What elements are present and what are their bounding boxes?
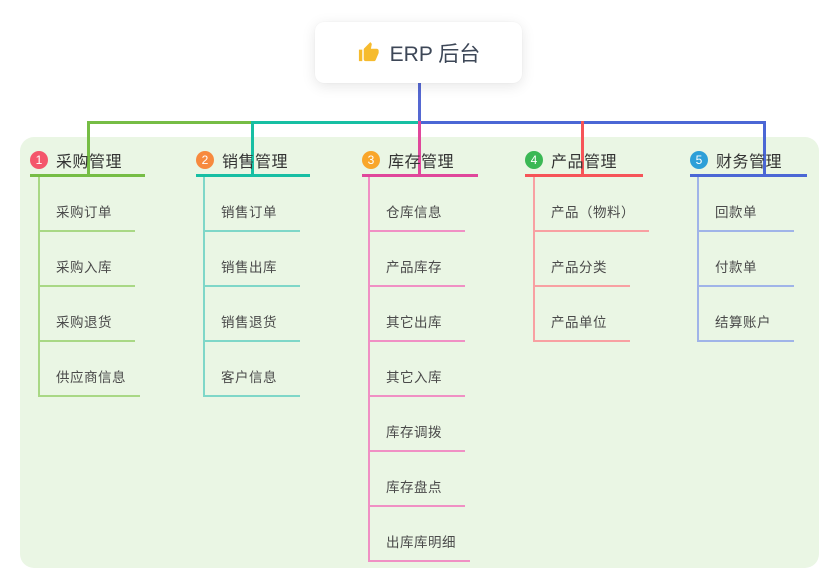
bus-connector-mid (253, 121, 420, 124)
mindmap-panel (20, 137, 819, 568)
branch-children-purchase: 采购订单 采购入库 采购退货 供应商信息 (38, 177, 140, 397)
mindmap-node[interactable]: 其它出库 (370, 287, 465, 342)
branch-drop-5 (763, 121, 766, 177)
mindmap-node[interactable]: 采购退货 (40, 287, 135, 342)
bus-connector-right (420, 121, 766, 124)
mindmap-node[interactable]: 采购订单 (40, 177, 135, 232)
branch-badge: 1 (30, 151, 48, 169)
branch-drop-2 (251, 121, 254, 177)
branch-children-inventory: 仓库信息 产品库存 其它出库 其它入库 库存调拨 库存盘点 出库库明细 (368, 177, 470, 562)
mindmap-node[interactable]: 结算账户 (699, 287, 794, 342)
branch-header-inventory[interactable]: 3 库存管理 (362, 146, 478, 177)
mindmap-node[interactable]: 客户信息 (205, 342, 300, 397)
branch-drop-4 (581, 121, 584, 177)
root-node[interactable]: ERP 后台 (315, 22, 522, 83)
thumbs-up-icon (358, 42, 379, 62)
mindmap-node[interactable]: 产品库存 (370, 232, 465, 287)
branch-badge: 5 (690, 151, 708, 169)
mindmap-node[interactable]: 供应商信息 (40, 342, 140, 397)
mindmap-node[interactable]: 库存调拨 (370, 397, 465, 452)
mindmap-node[interactable]: 其它入库 (370, 342, 465, 397)
branch-header-sales[interactable]: 2 销售管理 (196, 146, 310, 177)
branch-badge: 2 (196, 151, 214, 169)
branch-header-purchase[interactable]: 1 采购管理 (30, 146, 145, 177)
mindmap-node[interactable]: 销售订单 (205, 177, 300, 232)
mindmap-node[interactable]: 出库库明细 (370, 507, 470, 562)
mindmap-node[interactable]: 回款单 (699, 177, 794, 232)
mindmap-node[interactable]: 产品分类 (535, 232, 630, 287)
mindmap-node[interactable]: 产品单位 (535, 287, 630, 342)
branch-badge: 3 (362, 151, 380, 169)
branch-children-finance: 回款单 付款单 结算账户 (697, 177, 794, 342)
branch-children-product: 产品（物料） 产品分类 产品单位 (533, 177, 649, 342)
branch-label: 采购管理 (56, 154, 123, 171)
root-title: ERP 后台 (389, 42, 481, 66)
branch-label: 财务管理 (716, 154, 783, 171)
branch-drop-1 (87, 121, 90, 177)
branch-label: 库存管理 (388, 154, 455, 171)
branch-header-product[interactable]: 4 产品管理 (525, 146, 643, 177)
branch-label: 销售管理 (222, 154, 289, 171)
branch-drop-3 (418, 121, 421, 177)
branch-header-finance[interactable]: 5 财务管理 (690, 146, 807, 177)
mindmap-node[interactable]: 产品（物料） (535, 177, 649, 232)
root-stem-connector (418, 83, 421, 122)
mindmap-node[interactable]: 销售退货 (205, 287, 300, 342)
mindmap-node[interactable]: 付款单 (699, 232, 794, 287)
branch-badge: 4 (525, 151, 543, 169)
bus-connector-left (87, 121, 254, 124)
mindmap-node[interactable]: 仓库信息 (370, 177, 465, 232)
mindmap-node[interactable]: 库存盘点 (370, 452, 465, 507)
mindmap-node[interactable]: 销售出库 (205, 232, 300, 287)
mindmap-node[interactable]: 采购入库 (40, 232, 135, 287)
branch-children-sales: 销售订单 销售出库 销售退货 客户信息 (203, 177, 300, 397)
branch-label: 产品管理 (551, 154, 618, 171)
